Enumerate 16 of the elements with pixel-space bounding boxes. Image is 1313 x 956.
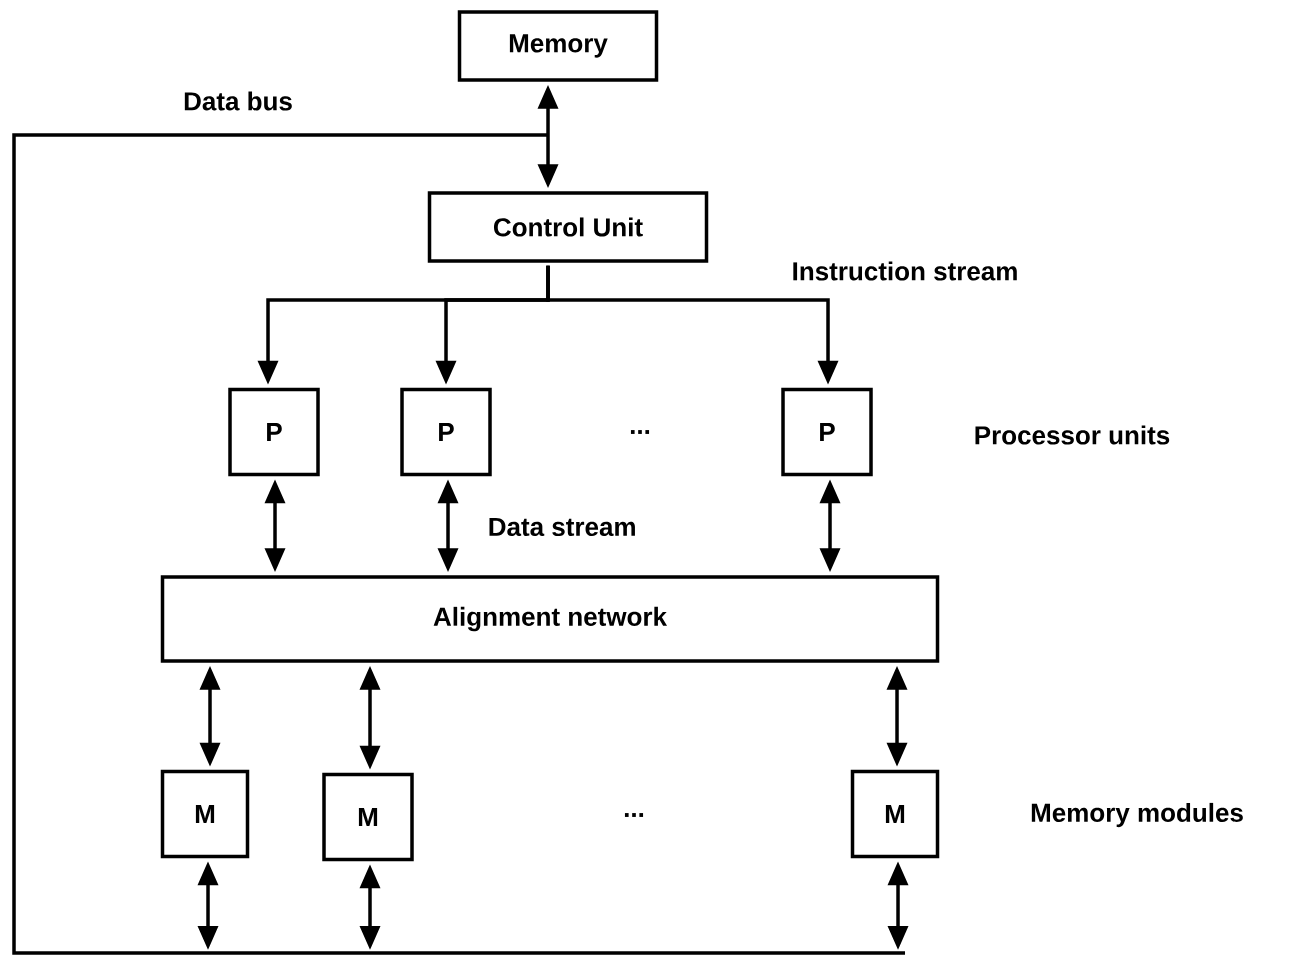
unit-box: Control Unit <box>427 191 709 263</box>
processor-box: M <box>850 769 940 859</box>
ellipsis: ... <box>624 813 644 817</box>
alignment-network-box: Alignment network <box>160 575 940 663</box>
text-label: Instruction stream <box>793 261 1017 281</box>
text-label: Processor units <box>975 425 1170 445</box>
text-label: Memory modules <box>1031 802 1243 828</box>
processor-box: P <box>228 387 320 477</box>
processor-box: M <box>322 772 414 862</box>
unit-box: Memory <box>457 10 659 82</box>
text-label: Data bus <box>184 91 292 111</box>
text-label: Data stream <box>489 517 635 537</box>
processor-box: M <box>160 769 250 859</box>
processor-box: P <box>781 387 873 477</box>
processor-box: P <box>400 387 492 477</box>
ellipsis: ... <box>630 430 650 434</box>
